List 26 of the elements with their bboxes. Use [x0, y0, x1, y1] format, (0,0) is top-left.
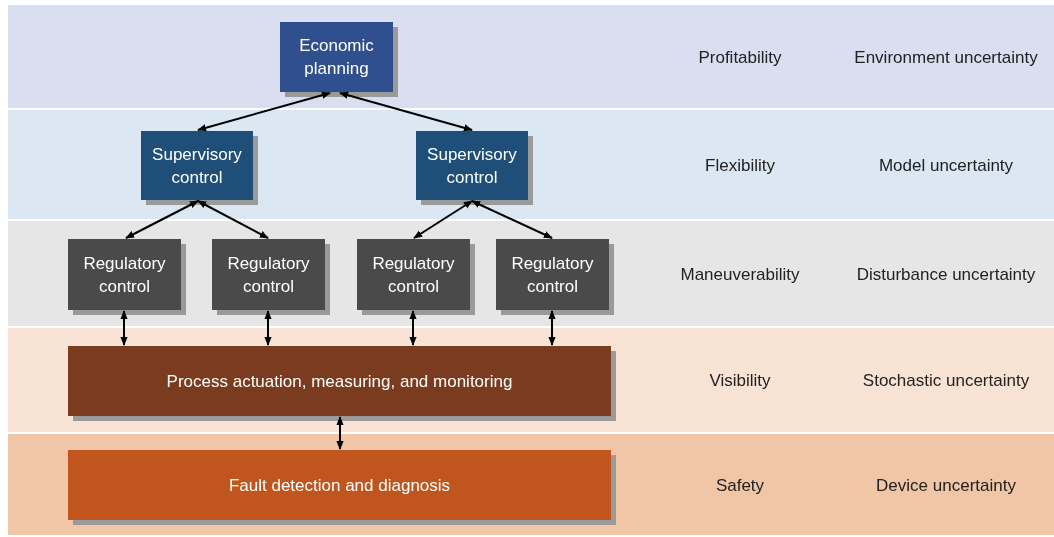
layer-band — [8, 110, 1054, 219]
double-arrow — [264, 310, 272, 346]
double-arrow — [125, 200, 199, 239]
double-arrow — [197, 91, 331, 132]
objective-label: Flexibility — [704, 154, 776, 176]
double-arrow — [120, 310, 128, 346]
layer-band — [8, 434, 1054, 535]
objective-label: Safety — [714, 474, 766, 496]
uncertainty-label: Stochastic uncertainty — [861, 369, 1031, 392]
uncertainty-label: Disturbance uncertainty — [855, 263, 1037, 285]
double-arrow — [548, 310, 556, 346]
uncertainty-label: Model uncertainty — [877, 154, 1015, 176]
layer-band — [8, 5, 1054, 108]
double-arrow — [339, 91, 473, 132]
layer-band — [8, 221, 1054, 326]
double-arrow — [413, 200, 473, 239]
uncertainty-label: Environment uncertainty — [853, 46, 1039, 68]
uncertainty-label: Device uncertainty — [875, 474, 1017, 496]
double-arrow — [336, 416, 344, 450]
double-arrow — [197, 200, 269, 239]
objective-label: Maneuverability — [679, 263, 801, 285]
layer-band — [8, 328, 1054, 432]
double-arrow — [471, 200, 553, 239]
double-arrow — [409, 310, 417, 346]
objective-label: Visibility — [708, 369, 772, 392]
objective-label: Profitability — [697, 46, 783, 68]
